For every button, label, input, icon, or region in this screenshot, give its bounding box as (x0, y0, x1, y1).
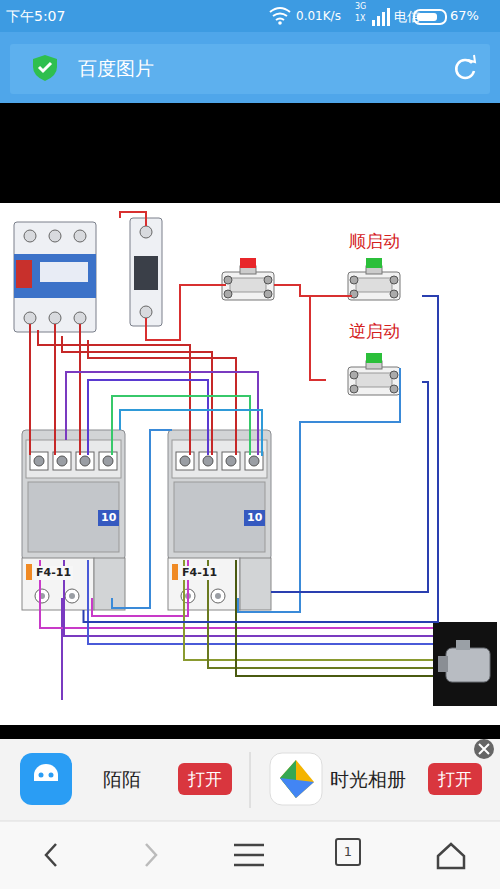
rating-label: 10 (244, 510, 265, 526)
screen-label: 67% (450, 9, 479, 22)
contactor: 10F4-11 (22, 430, 125, 610)
open-button: 打开 (178, 763, 232, 795)
screen-label: 电信 (394, 10, 420, 23)
control-wire (310, 296, 326, 380)
start-button: 顺启动 (326, 230, 422, 304)
aux-model: F4-11 (34, 566, 73, 580)
control-wire (271, 382, 428, 592)
tab-number: 1 (344, 845, 352, 859)
rating-label: 10 (98, 510, 119, 526)
control-wire (84, 296, 439, 622)
tab-count: 1 (335, 838, 361, 866)
screen-label: 百度图片 (78, 59, 154, 78)
contactor: 10F4-11 (168, 430, 271, 610)
aux-model: F4-11 (180, 566, 219, 580)
button-text: 打开 (188, 770, 222, 789)
screen-label: 陌陌 (103, 770, 141, 789)
screen-label: 下午5:07 (6, 9, 65, 23)
start-button: 逆启动 (326, 320, 422, 400)
open-button: 打开 (428, 763, 482, 795)
screen-label: 时光相册 (330, 770, 406, 789)
button-label: 顺启动 (326, 230, 422, 251)
button-label: 逆启动 (326, 320, 422, 341)
screen-label: 3G (355, 3, 366, 11)
screen-label: 1X (355, 15, 366, 23)
screen-label: 0.01K/s (296, 10, 341, 22)
button-text: 打开 (438, 770, 472, 789)
